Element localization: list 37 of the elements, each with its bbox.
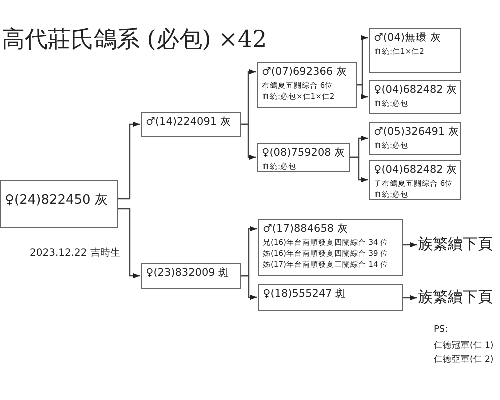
pedigree-box [141, 112, 241, 137]
continued-note: 族繁續下頁 [418, 232, 500, 258]
bird-id: ♀(18)555247 斑 [263, 287, 348, 302]
arrow [241, 275, 257, 300]
bird-id: ♂(14)224091 灰 [146, 115, 232, 130]
pedigree-box [257, 143, 350, 172]
pedigree-box [369, 122, 461, 155]
bird-id: ♀(04)682482 灰 [374, 163, 456, 178]
arrow [403, 295, 417, 301]
arrow [118, 208, 140, 279]
arrow [403, 242, 417, 248]
pedigree-box [369, 160, 461, 200]
continued-note: 族繁續下頁 [418, 285, 500, 311]
bird-id: ♂(04)無環 灰 [374, 31, 442, 46]
note: 仁德冠軍(仁 1) [434, 340, 494, 352]
note: 仁德亞軍(仁 2) [434, 354, 494, 366]
bird-id: ♂(07)692366 灰 [262, 65, 348, 80]
bird-id: ♀(24)822450 灰 [5, 193, 109, 209]
bird-id: ♂(17)884658 灰 [263, 222, 350, 237]
arrow [350, 156, 368, 183]
pedigree-box [369, 28, 461, 73]
pedigree-box [258, 284, 403, 311]
pedigree-box [258, 219, 403, 276]
pedigree-box [0, 180, 118, 228]
bird-id: ♂(05)326491 灰 [374, 125, 456, 140]
bird-id: ♀(23)832009 斑 [146, 266, 231, 281]
bird-id: ♀(08)759208 灰 [262, 146, 345, 161]
date-note: 2023.12.22 吉時生 [30, 246, 120, 260]
pedigree-box [257, 62, 357, 108]
arrow [241, 124, 256, 160]
bird-id: ♀(04)682482 灰 [374, 83, 456, 98]
pedigree-box [141, 263, 241, 289]
arrow [118, 122, 140, 200]
arrow [357, 84, 368, 100]
note: PS: [434, 325, 448, 335]
pedigree-box [369, 80, 461, 114]
title: 高代莊氏鴿系 (必包) ×42 [2, 26, 268, 55]
